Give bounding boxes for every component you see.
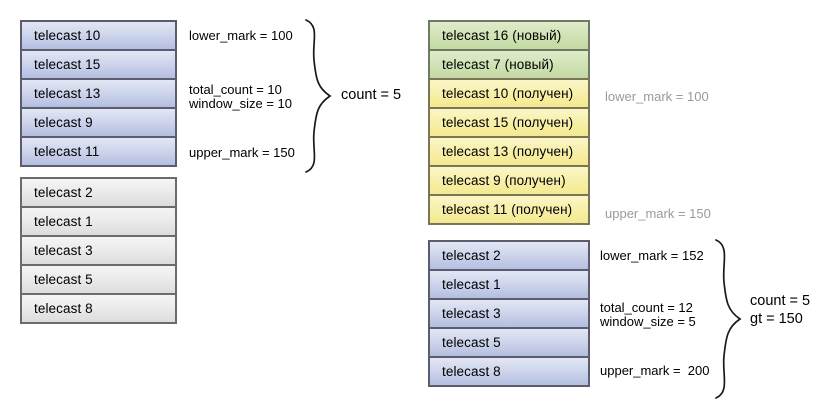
brace-right-window: [710, 234, 752, 404]
annotation-right-window-size: window_size = 5: [600, 314, 696, 329]
stack-left-grey-pending: telecast 2 telecast 1 telecast 3 telecas…: [20, 177, 177, 324]
annotation-right-brace-count: count = 5: [750, 293, 811, 309]
annotation-left-brace-count: count = 5: [341, 87, 402, 103]
annotation-right-total-count: total_count = 12: [600, 300, 693, 315]
list-item[interactable]: telecast 13: [20, 78, 177, 109]
annotation-right-top-upper-mark: upper_mark = 150: [605, 206, 711, 221]
list-item[interactable]: telecast 9 (получен): [428, 165, 590, 196]
stack-right-received: telecast 16 (новый) telecast 7 (новый) t…: [428, 20, 590, 225]
stack-right-blue-window: telecast 2 telecast 1 telecast 3 telecas…: [428, 240, 590, 387]
list-item[interactable]: telecast 1: [20, 206, 177, 237]
annotation-right-lower-mark: lower_mark = 152: [600, 248, 704, 263]
annotation-left-total-count: total_count = 10: [189, 82, 282, 97]
list-item[interactable]: telecast 13 (получен): [428, 136, 590, 167]
list-item[interactable]: telecast 16 (новый): [428, 20, 590, 51]
list-item[interactable]: telecast 5: [20, 264, 177, 295]
list-item[interactable]: telecast 2: [20, 177, 177, 208]
annotation-left-lower-mark: lower_mark = 100: [189, 28, 293, 43]
annotation-right-top-lower-mark: lower_mark = 100: [605, 89, 709, 104]
stack-left-blue-window: telecast 10 telecast 15 telecast 13 tele…: [20, 20, 177, 167]
list-item[interactable]: telecast 7 (новый): [428, 49, 590, 80]
list-item[interactable]: telecast 11: [20, 136, 177, 167]
brace-left-window: [300, 14, 342, 178]
annotation-right-brace-gt: gt = 150: [750, 311, 803, 327]
annotation-left-upper-mark: upper_mark = 150: [189, 145, 295, 160]
annotation-right-upper-mark: upper_mark = 200: [600, 363, 710, 378]
list-item[interactable]: telecast 5: [428, 327, 590, 358]
list-item[interactable]: telecast 9: [20, 107, 177, 138]
list-item[interactable]: telecast 15 (получен): [428, 107, 590, 138]
list-item[interactable]: telecast 3: [20, 235, 177, 266]
list-item[interactable]: telecast 8: [428, 356, 590, 387]
list-item[interactable]: telecast 8: [20, 293, 177, 324]
list-item[interactable]: telecast 10 (получен): [428, 78, 590, 109]
list-item[interactable]: telecast 1: [428, 269, 590, 300]
annotation-left-window-size: window_size = 10: [189, 96, 292, 111]
list-item[interactable]: telecast 2: [428, 240, 590, 271]
list-item[interactable]: telecast 3: [428, 298, 590, 329]
list-item[interactable]: telecast 15: [20, 49, 177, 80]
list-item[interactable]: telecast 11 (получен): [428, 194, 590, 225]
list-item[interactable]: telecast 10: [20, 20, 177, 51]
